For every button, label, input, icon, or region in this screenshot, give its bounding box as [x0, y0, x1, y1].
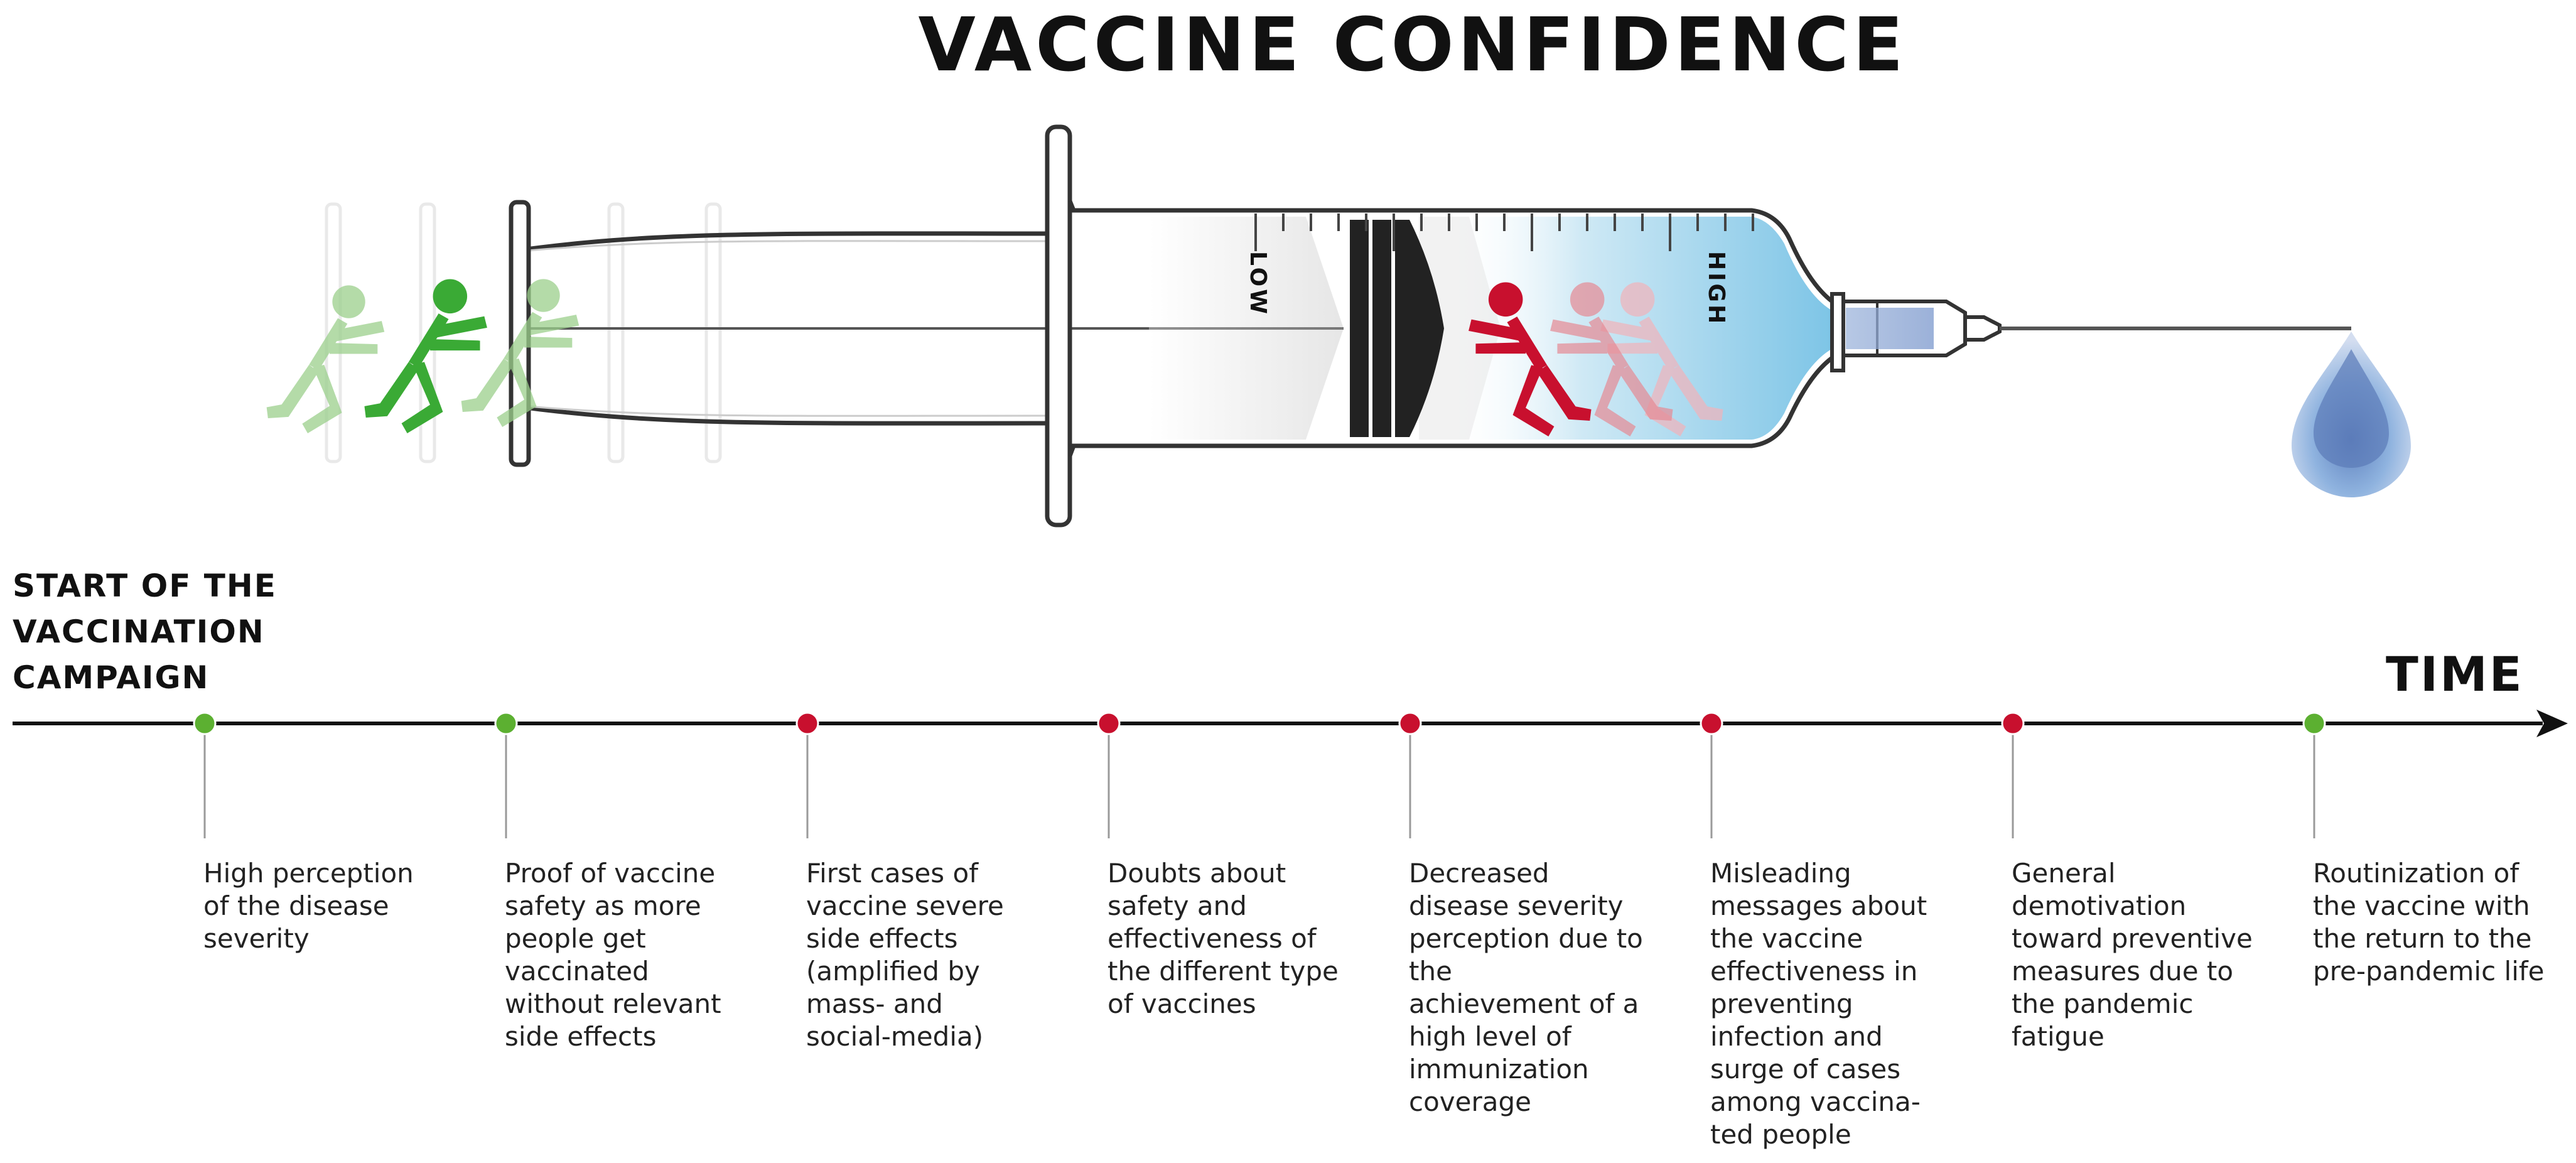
event-marker-green — [193, 711, 217, 735]
dose-scale-ticks — [1254, 214, 1754, 251]
scale-label-low: LOW — [1245, 251, 1271, 316]
event-marker-red — [1700, 711, 1723, 735]
vaccine-drop-icon — [2292, 332, 2411, 497]
arrow-right-icon — [2536, 710, 2568, 737]
plunger-motion-ghosts — [325, 202, 722, 463]
syringe-illustration: LOW HIGH — [266, 124, 2411, 527]
event-marker-red — [2001, 711, 2025, 735]
event-marker-red — [1398, 711, 1422, 735]
finger-flange — [1045, 124, 1072, 527]
scale-label-high: HIGH — [1703, 251, 1729, 326]
timeline-end-label: TIME — [2386, 646, 2524, 702]
event-marker-red — [1097, 711, 1121, 735]
plunger-stopper — [1350, 220, 1444, 437]
plunger-rod — [520, 231, 1344, 426]
page-title: VACCINE CONFIDENCE — [919, 1, 1907, 88]
timeline-start-label: START OF THE VACCINATION CAMPAIGN — [13, 568, 289, 696]
event-marker-green — [494, 711, 518, 735]
event-marker-red — [795, 711, 819, 735]
event-marker-green — [2302, 711, 2326, 735]
needle-hub — [1830, 292, 2002, 372]
stopper-motion-ghosts — [1149, 217, 1501, 440]
timeline: START OF THE VACCINATION CAMPAIGN TIME H… — [13, 568, 2568, 1150]
